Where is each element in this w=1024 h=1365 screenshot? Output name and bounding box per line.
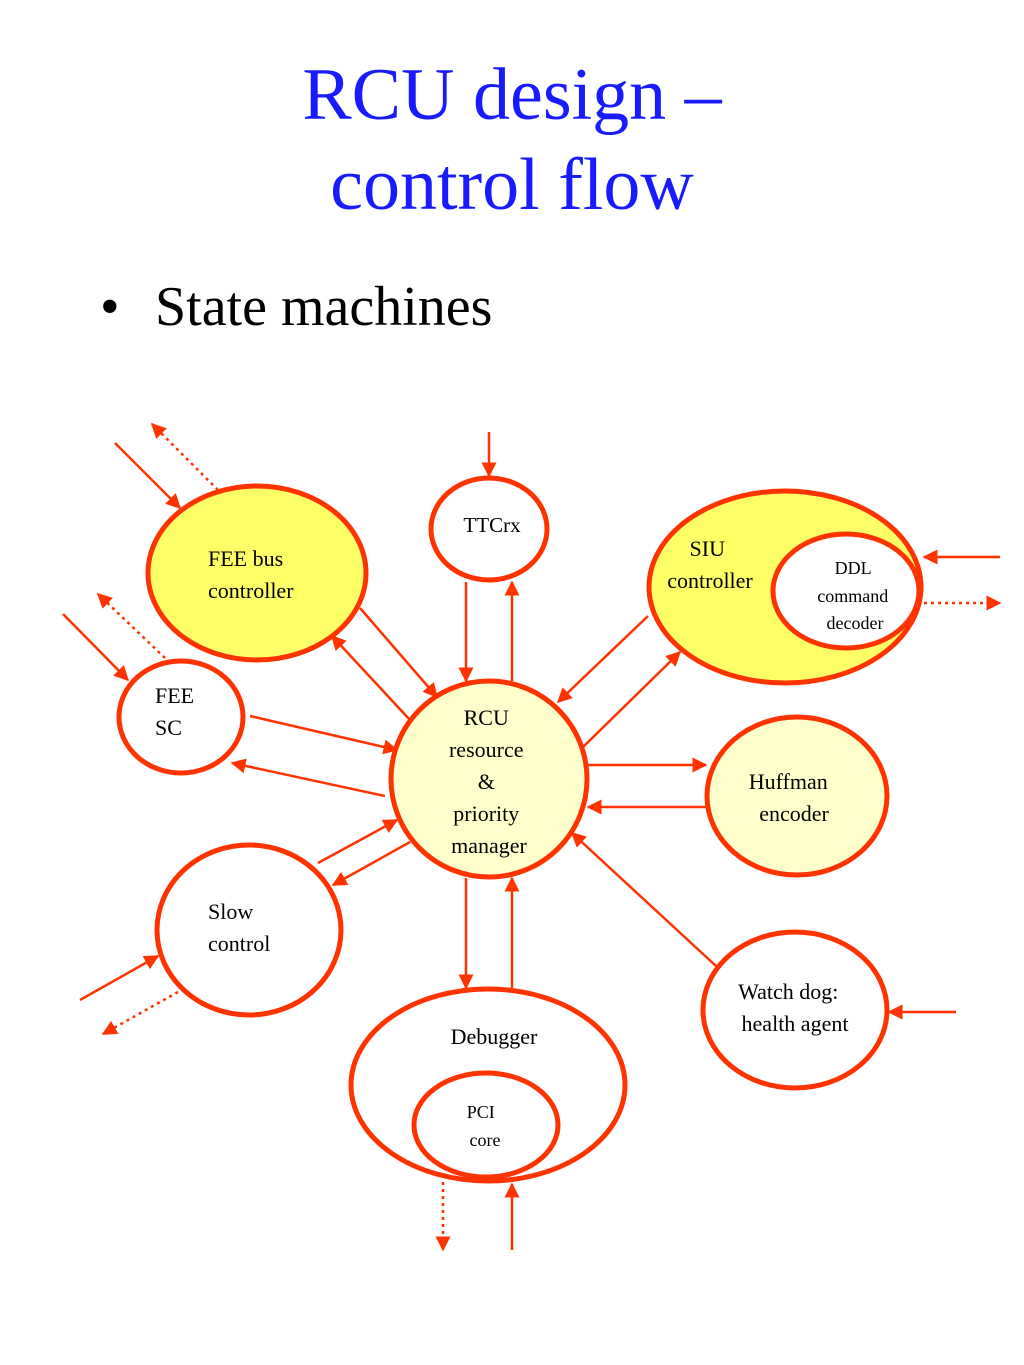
label-rcu: RCU resource & priority manager — [449, 705, 529, 858]
slow-control-node — [154, 842, 344, 1018]
label-fee-bus: FEE bus controller — [208, 546, 294, 603]
arrow-out-slow — [101, 990, 179, 1036]
pci-core-node — [411, 1070, 561, 1180]
arrow-in-fee-sc — [62, 613, 130, 682]
label-ddl: DDL command decoder — [817, 558, 892, 633]
label-fee-sc: FEE SC — [155, 683, 200, 740]
title-line-1: RCU design – — [302, 54, 722, 136]
arrow-fee-sc-to-rcu — [249, 714, 399, 755]
arrow-rcu-to-slow — [331, 840, 411, 887]
ddl-command-decoder-node — [770, 531, 922, 651]
arrow-out-fee-bus — [150, 422, 219, 491]
bullet-marker: • — [100, 276, 120, 338]
label-huffman: Huffman encoder — [749, 769, 834, 826]
bullet-item: • State machines — [100, 275, 492, 339]
arrow-in-fee-bus — [114, 442, 182, 510]
title-line-2: control flow — [330, 144, 694, 226]
arrow-in-slow — [79, 954, 160, 1002]
fee-sc-node — [116, 658, 246, 776]
label-slow-control: Slow control — [208, 899, 270, 956]
label-ttcrx: TTCrx — [463, 513, 521, 537]
arrow-siu-to-rcu — [556, 615, 649, 704]
label-debugger: Debugger — [451, 1024, 538, 1049]
ttcrx-node — [428, 475, 550, 583]
label-watchdog: Watch dog: health agent — [738, 979, 848, 1036]
arrow-out-fee-sc — [96, 592, 166, 659]
arrow-slow-to-rcu — [317, 818, 399, 865]
watchdog-node — [700, 929, 890, 1091]
nodes — [116, 475, 924, 1184]
arrow-fee-bus-to-rcu — [359, 607, 438, 699]
arrow-rcu-to-fee-bus — [330, 634, 411, 721]
arrow-rcu-to-fee-sc — [230, 758, 386, 798]
arrows — [62, 422, 1002, 1252]
page-title: RCU design – control flow — [0, 50, 1024, 230]
rcu-manager-node — [388, 678, 590, 880]
label-siu: SIU controller — [667, 536, 753, 593]
arrow-watchdog-to-rcu — [570, 831, 717, 967]
huffman-encoder-node — [704, 714, 890, 878]
arrow-rcu-to-siu — [582, 650, 682, 748]
fee-bus-controller-node — [145, 483, 369, 663]
node-labels: FEE bus controller FEE SC TTCrx SIU cont… — [155, 513, 892, 1150]
label-pci: PCI core — [467, 1102, 501, 1150]
bullet-text: State machines — [155, 276, 493, 338]
